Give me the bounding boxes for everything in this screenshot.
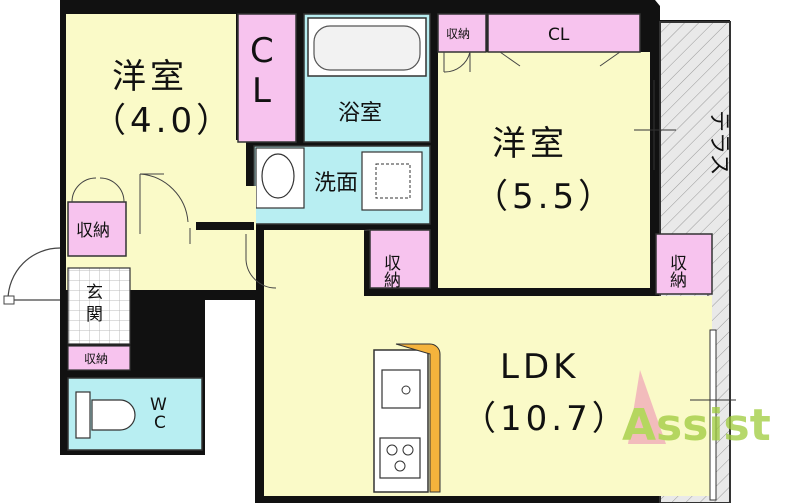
entrance bbox=[67, 267, 131, 345]
western-room-small-size: （4.0） bbox=[92, 101, 234, 141]
toilet bbox=[91, 399, 136, 431]
kitchen-bar bbox=[395, 343, 441, 493]
ldk-name: LDK bbox=[500, 347, 579, 387]
shoe-storage-label: 収納 bbox=[84, 352, 108, 366]
western-room-small-name: 洋室 bbox=[112, 57, 188, 97]
western-room-large bbox=[438, 52, 650, 288]
kitchen-sink bbox=[381, 369, 421, 409]
closet-large-label: CL bbox=[548, 25, 570, 45]
western-room-large-name: 洋室 bbox=[492, 124, 568, 164]
assist-watermark: Assist bbox=[622, 370, 771, 451]
storage-right bbox=[655, 233, 713, 295]
entrance-label-2: 関 bbox=[86, 305, 103, 325]
storage-hall bbox=[67, 201, 127, 257]
storage-right-label: 収納 bbox=[666, 254, 687, 289]
storage-top-label: 収納 bbox=[446, 27, 470, 41]
storage-mid bbox=[369, 229, 431, 289]
watermark-text: Assist bbox=[622, 400, 771, 451]
wc-label-w: W bbox=[150, 395, 167, 415]
shoe-storage bbox=[67, 345, 131, 371]
wc-label-c: C bbox=[154, 413, 166, 433]
entrance-door bbox=[7, 247, 61, 301]
closet-small bbox=[237, 13, 297, 143]
closet-large bbox=[487, 13, 641, 53]
washroom-label: 洗面 bbox=[314, 171, 358, 196]
storage-top bbox=[437, 13, 487, 53]
storage-mid-label: 収納 bbox=[380, 254, 401, 289]
closet-small-letter-c: C bbox=[250, 31, 278, 71]
bathroom-label: 浴室 bbox=[338, 101, 382, 126]
storage-hall-label: 収納 bbox=[76, 221, 110, 241]
western-room-large-size: （5.5） bbox=[474, 177, 616, 217]
entrance-label-1: 玄 bbox=[86, 283, 103, 303]
cooktop bbox=[379, 437, 421, 479]
terrace-label: テラス bbox=[706, 110, 731, 176]
ldk-size: （10.7） bbox=[462, 399, 630, 439]
closet-small-letter-l: L bbox=[252, 71, 275, 111]
